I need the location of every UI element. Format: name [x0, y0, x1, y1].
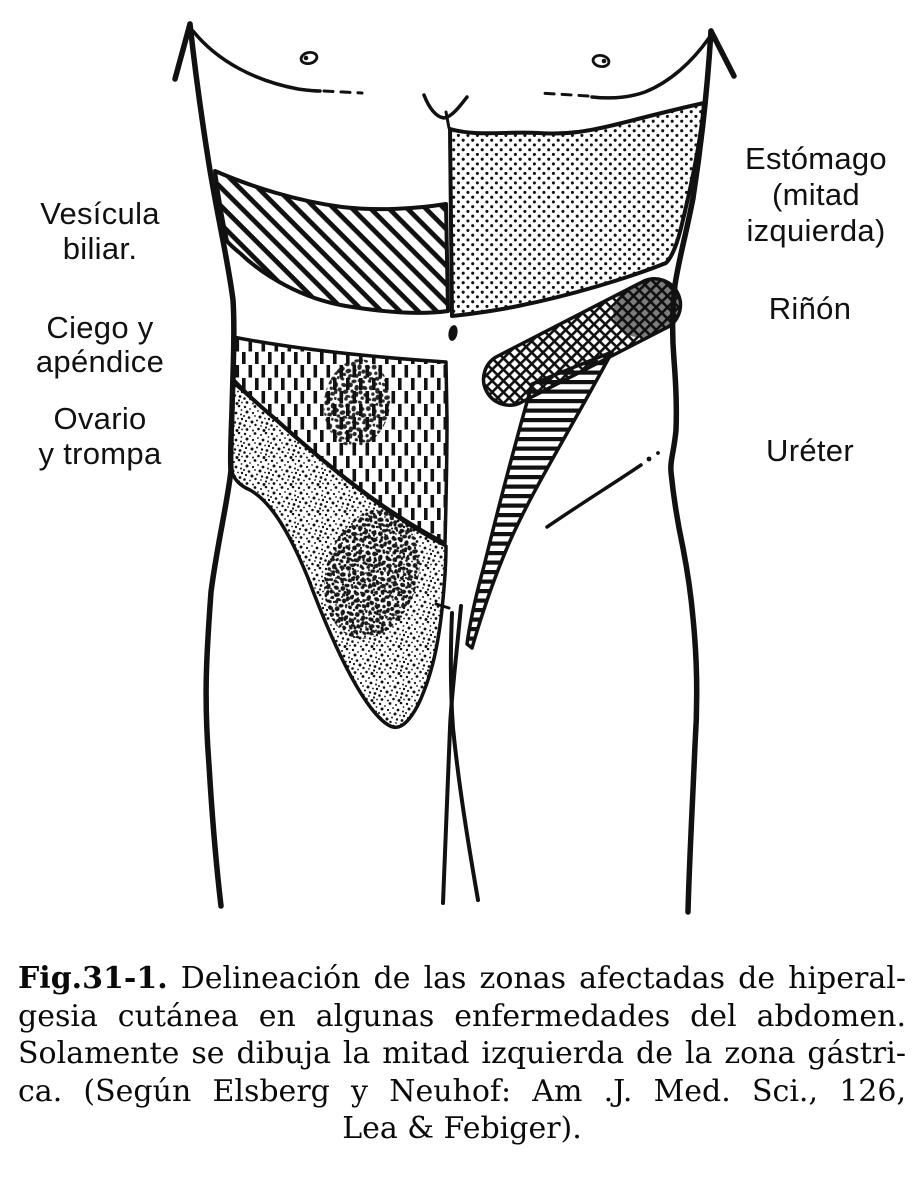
caption-line-2: gesia cutánea en algunas enfermedades de…	[18, 998, 906, 1034]
figure-number: Fig.31-1.	[18, 961, 168, 996]
right-nipple	[591, 54, 611, 68]
label-ciego-apendice: Ciego y apéndice	[6, 311, 194, 379]
zone-ureter	[465, 350, 614, 650]
body-outline-right	[668, 28, 714, 915]
zone-stomach	[448, 101, 706, 318]
caption-line-4: ca. (Según Elsberg y Neuhof: Am .J. Med.…	[18, 1073, 906, 1109]
ovary-dense-patch	[324, 509, 420, 639]
midline-tick	[444, 110, 451, 130]
label-line: Ciego y	[46, 310, 154, 345]
label-line: biliar.	[62, 231, 138, 266]
navel	[448, 325, 458, 341]
left-pectoral-dashes	[322, 89, 364, 95]
label-line: Ovario	[53, 401, 147, 436]
label-line: izquierda)	[746, 213, 886, 248]
label-line: Uréter	[766, 433, 854, 468]
abdomen-hyperalgesia-diagram	[172, 21, 737, 915]
caption-line-3: Solamente se dibuja la mitad izquierda d…	[18, 1036, 906, 1072]
caption-line-1: Fig.31-1. Delineación de las zonas afect…	[18, 960, 906, 998]
right-hip-crease	[545, 463, 643, 529]
caption-line-5: Lea & Febiger).	[342, 1111, 582, 1147]
groin-line-left	[441, 604, 463, 905]
label-ovario-trompa: Ovario y trompa	[6, 401, 194, 471]
label-line: apéndice	[35, 344, 165, 379]
label-line: (mitad	[772, 177, 860, 212]
crease-dot-1	[646, 456, 652, 462]
right-pectoral-line	[590, 36, 711, 100]
xiphoid-notch	[422, 93, 469, 120]
cecum-dense-patch	[323, 359, 391, 447]
left-pectoral-line	[191, 29, 322, 93]
kidney-dark-end	[613, 278, 679, 338]
label-vesicula-biliar: Vesícula biliar.	[6, 196, 194, 266]
label-line: y trompa	[38, 436, 162, 471]
label-ureter: Uréter	[716, 433, 904, 468]
label-line: Riñón	[768, 291, 852, 326]
caption-text: Delineación de las zonas afectadas de hi…	[180, 961, 906, 996]
label-estomago: Estómago (mitad izquierda)	[716, 141, 916, 249]
right-pectoral-dashes	[538, 91, 590, 98]
label-line: Estómago	[745, 141, 887, 176]
left-arrow-barb	[172, 21, 193, 82]
figure-caption: Fig.31-1. Delineación de las zonas afect…	[18, 960, 906, 1148]
label-rinon: Riñón	[716, 291, 904, 326]
left-nipple	[299, 50, 319, 66]
body-outline-left	[187, 21, 237, 909]
label-line: Vesícula	[40, 196, 160, 231]
right-arrow-barb	[708, 28, 737, 79]
groin-line-right	[448, 611, 480, 902]
zone-gallbladder	[213, 169, 450, 315]
crease-dot-2	[656, 451, 660, 455]
groin-tick	[434, 602, 451, 610]
